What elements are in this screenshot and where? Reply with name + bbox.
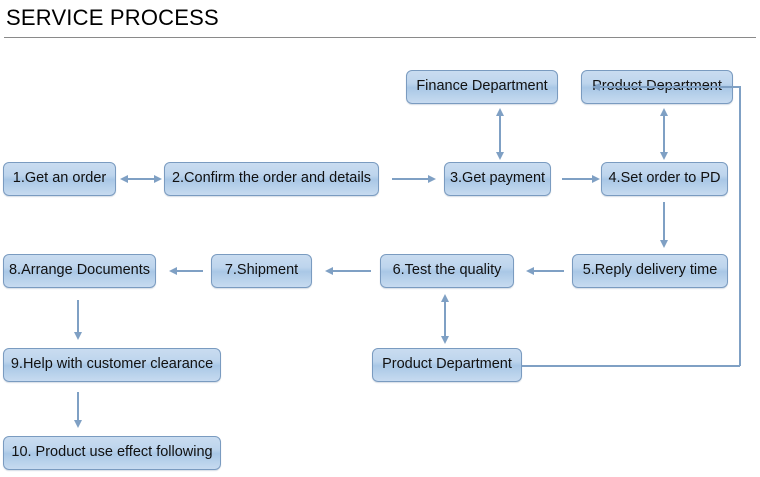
node-step-2-confirm-the-order-and-details[interactable]: 2.Confirm the order and details bbox=[164, 162, 379, 196]
node-label: 2.Confirm the order and details bbox=[171, 170, 372, 187]
node-finance-department[interactable]: Finance Department bbox=[406, 70, 558, 104]
edge-finance-step3-line bbox=[499, 114, 501, 152]
edge-step6-step7-line bbox=[333, 270, 371, 272]
edge-feedback-segment-horizontal-bottom bbox=[522, 365, 740, 367]
node-label: Finance Department bbox=[416, 78, 548, 95]
edge-step8-step9-arrowhead bbox=[73, 332, 82, 340]
node-step-5-reply-delivery-time[interactable]: 5.Reply delivery time bbox=[572, 254, 728, 288]
edge-step7-step8-arrowhead bbox=[169, 266, 177, 275]
node-step-6-test-the-quality[interactable]: 6.Test the quality bbox=[380, 254, 514, 288]
edge-step7-step8-line bbox=[177, 270, 203, 272]
node-label: 4.Set order to PD bbox=[608, 170, 721, 187]
title-divider bbox=[4, 37, 756, 38]
node-label: 10. Product use effect following bbox=[11, 444, 213, 461]
edge-step2-step3-arrowhead bbox=[428, 174, 436, 183]
node-step-4-set-order-to-pd[interactable]: 4.Set order to PD bbox=[601, 162, 728, 196]
edge-step3-step4-line bbox=[562, 178, 592, 180]
edge-step9-step10-arrowhead bbox=[73, 420, 82, 428]
edge-feedback-segment-top bbox=[599, 86, 740, 88]
edge-feedback-segment-vertical-right bbox=[739, 86, 741, 366]
node-label: 8.Arrange Documents bbox=[8, 262, 151, 279]
edge-step5-step6-line bbox=[534, 270, 564, 272]
edge-productdepartment-step4-arrowhead-down bbox=[659, 152, 668, 160]
node-label: 1.Get an order bbox=[12, 170, 107, 187]
edge-step1-step2-line bbox=[128, 178, 154, 180]
node-step-7-shipment[interactable]: 7.Shipment bbox=[211, 254, 312, 288]
node-step-10-product-use-effect-following[interactable]: 10. Product use effect following bbox=[3, 436, 221, 470]
edge-productdepartmentbottom-step6-line bbox=[444, 300, 446, 336]
edge-step6-step7-arrowhead bbox=[325, 266, 333, 275]
edge-step4-step5-arrowhead bbox=[659, 240, 668, 248]
edge-step4-step5-line bbox=[663, 202, 665, 240]
edge-productdepartment-step4-arrowhead-up bbox=[659, 108, 668, 116]
node-label: Product Department bbox=[382, 356, 512, 373]
node-step-8-arrange-documents[interactable]: 8.Arrange Documents bbox=[3, 254, 156, 288]
edge-step5-step6-arrowhead bbox=[526, 266, 534, 275]
edge-step9-step10-line bbox=[77, 392, 79, 420]
edge-step8-step9-line bbox=[77, 300, 79, 332]
edge-finance-step3-arrowhead-down bbox=[495, 152, 504, 160]
edge-productdepartmentbottom-step6-arrowhead-down bbox=[440, 336, 449, 344]
node-label: 3.Get payment bbox=[449, 170, 546, 187]
node-label: 7.Shipment bbox=[224, 262, 299, 279]
page-title: SERVICE PROCESS bbox=[6, 5, 219, 30]
edge-productdepartmentbottom-step6-arrowhead-up bbox=[440, 294, 449, 302]
node-step-1-get-an-order[interactable]: 1.Get an order bbox=[3, 162, 116, 196]
edge-step1-step2-arrowhead-left bbox=[120, 174, 128, 183]
node-product-department-bottom[interactable]: Product Department bbox=[372, 348, 522, 382]
edge-step1-step2-arrowhead-right bbox=[154, 174, 162, 183]
edge-feedback-arrowhead bbox=[592, 82, 600, 91]
edge-productdepartment-step4-line bbox=[663, 114, 665, 152]
node-label: 6.Test the quality bbox=[392, 262, 502, 279]
edge-finance-step3-arrowhead-up bbox=[495, 108, 504, 116]
edge-step3-step4-arrowhead bbox=[592, 174, 600, 183]
node-label: 9.Help with customer clearance bbox=[10, 356, 214, 373]
node-label: 5.Reply delivery time bbox=[582, 262, 718, 279]
edge-step2-step3-line bbox=[392, 178, 428, 180]
node-step-3-get-payment[interactable]: 3.Get payment bbox=[444, 162, 551, 196]
node-step-9-help-with-customer-clearance[interactable]: 9.Help with customer clearance bbox=[3, 348, 221, 382]
